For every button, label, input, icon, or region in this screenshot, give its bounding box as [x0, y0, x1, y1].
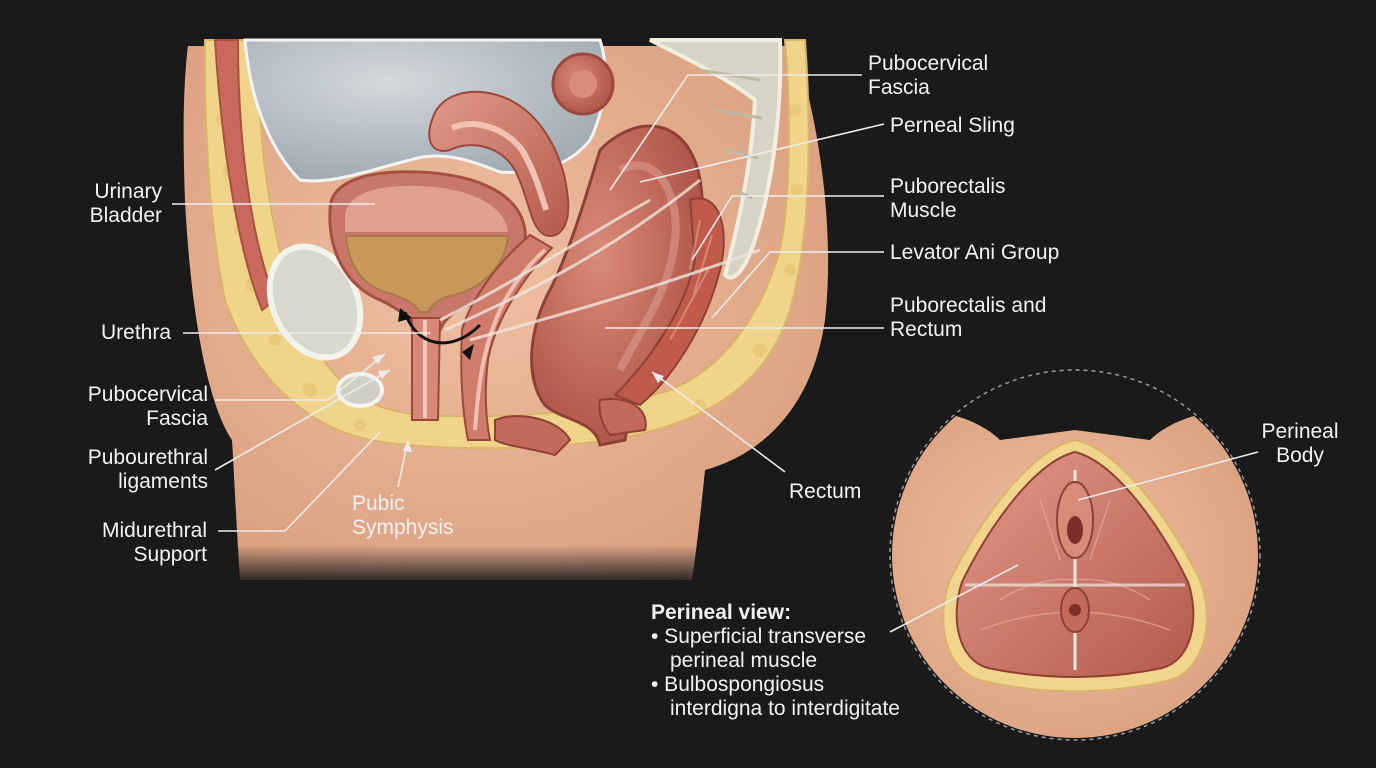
label-levator-ani-group: Levator Ani Group: [890, 241, 1060, 264]
inset-circle-border: [889, 369, 1261, 741]
perineal-note-heading: Perineal view:: [651, 601, 792, 624]
label-puborectalis-muscle: Puborectalis Muscle: [890, 175, 1006, 222]
perineal-note-item1-cont: perineal muscle: [670, 649, 818, 672]
label-pubic-symphysis: Pubic Symphysis: [352, 492, 454, 539]
perineal-inset: [889, 369, 1261, 741]
perineal-note-item2-cont: interdigna to interdigitate: [670, 697, 900, 720]
urethra-support-arrow: [403, 311, 482, 345]
label-pubourethral-ligaments: Pubourethral ligaments: [87, 446, 208, 493]
label-pubocervical-fascia-top: Pubocervical Fascia: [868, 52, 989, 99]
label-midurethral-support: Midurethral Support: [101, 519, 207, 566]
fascia-strands: [439, 178, 761, 342]
label-urethra: Urethra: [101, 321, 172, 344]
perineal-muscle-block: [494, 415, 572, 457]
puborectalis-muscle: [613, 197, 725, 407]
label-urinary-bladder: Urinary Bladder: [89, 180, 162, 227]
bladder-interior: [345, 185, 508, 232]
pubic-bone: [266, 243, 364, 361]
fat-texture: [216, 104, 803, 431]
label-perneal-sling: Perneal Sling: [890, 114, 1015, 137]
label-pubocervical-fascia-left: Pubocervical Fascia: [87, 383, 208, 430]
urine: [344, 235, 510, 313]
sagittal-section: [180, 0, 840, 585]
label-puborectalis-and-rectum: Puborectalis and Rectum: [890, 294, 1047, 341]
label-rectum: Rectum: [789, 480, 862, 503]
perineal-view-note: Perineal view: • Superficial transverse …: [651, 601, 900, 721]
label-perineal-body: Perineal Body: [1261, 420, 1339, 467]
vagina: [460, 233, 554, 441]
perineal-note-item2: • Bulbospongiosus: [651, 673, 825, 696]
sacrum: [649, 38, 783, 280]
perineal-note-item1: • Superficial transverse: [651, 625, 867, 648]
rectum: [530, 124, 705, 447]
uterus: [428, 90, 570, 237]
